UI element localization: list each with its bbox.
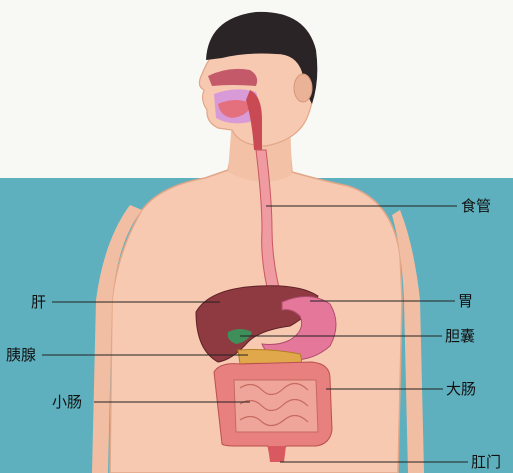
label-esophagus: 食管 — [461, 197, 491, 215]
label-large-intestine: 大肠 — [446, 380, 476, 398]
label-gallbladder: 胆囊 — [445, 327, 475, 345]
label-anus: 肛门 — [471, 453, 501, 471]
label-pancreas: 胰腺 — [6, 346, 36, 364]
rectum-shape — [268, 446, 286, 462]
label-liver: 肝 — [31, 293, 46, 311]
ear — [294, 74, 312, 102]
label-small-intestine: 小肠 — [52, 393, 82, 411]
label-stomach: 胃 — [458, 292, 473, 310]
